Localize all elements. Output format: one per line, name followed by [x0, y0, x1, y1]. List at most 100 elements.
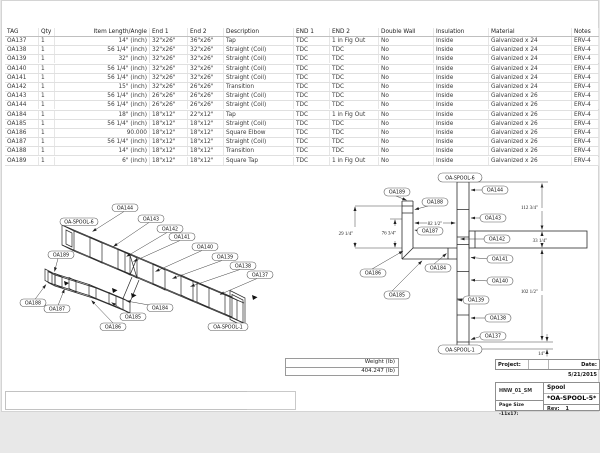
svg-text:OA189: OA189	[53, 252, 69, 258]
table-cell: TDC	[294, 147, 330, 156]
table-cell: Straight (Coil)	[224, 73, 294, 82]
column-header: END 1	[294, 27, 330, 36]
table-cell: Inside	[434, 37, 489, 46]
table-cell: 1	[39, 64, 55, 73]
figout-marker	[112, 288, 118, 293]
table-cell: 1	[39, 110, 55, 119]
callout-oa139: OA139	[172, 252, 239, 279]
table-cell: Inside	[434, 46, 489, 55]
table-cell: Inside	[434, 101, 489, 110]
table-cell: Straight (Coil)	[224, 138, 294, 147]
callout-oa185: OA185	[111, 302, 147, 321]
table-cell: No	[379, 37, 434, 46]
table-cell: ERV-4	[572, 128, 599, 137]
table-cell: TDC	[330, 147, 379, 156]
table-cell: 1	[39, 101, 55, 110]
table-cell: Inside	[434, 64, 489, 73]
table-cell: TDC	[294, 119, 330, 128]
table-cell: Inside	[434, 55, 489, 64]
table-cell: 32"x26"	[150, 37, 188, 46]
table-cell: 1	[39, 119, 55, 128]
svg-text:OA-SPOOL-6: OA-SPOOL-6	[445, 175, 474, 181]
table-cell: OA139	[5, 55, 39, 64]
callout-oa-spool-6: OA-SPOOL-6	[437, 172, 483, 183]
table-cell: Galvanized x 26	[489, 119, 572, 128]
project-label: Project:	[496, 360, 529, 369]
callout-oa187: OA187	[414, 226, 444, 236]
table-cell: TDC	[330, 83, 379, 92]
callout-oa184: OA184	[424, 253, 452, 273]
callout-oa186: OA186	[359, 250, 404, 278]
column-header: Description	[224, 27, 294, 36]
table-cell: TDC	[294, 55, 330, 64]
callout-oa142: OA142	[460, 234, 511, 244]
table-cell: ERV-4	[572, 101, 599, 110]
table-cell: Galvanized x 26	[489, 92, 572, 101]
table-cell: ERV-4	[572, 55, 599, 64]
callout-oa-spool-1: OA-SPOOL-1	[207, 322, 249, 331]
table-cell: OA137	[5, 37, 39, 46]
spool-name: *OA-SPOOL-5*	[544, 393, 599, 404]
svg-text:OA189: OA189	[389, 190, 405, 196]
figout-marker	[64, 281, 69, 286]
callout-oa186: OA186	[91, 300, 127, 331]
table-cell: 18"x12"	[150, 138, 188, 147]
callout-oa189: OA189	[383, 187, 411, 201]
table-cell: TDC	[294, 64, 330, 73]
callout-oa185: OA185	[383, 260, 423, 300]
table-cell: OA144	[5, 101, 39, 110]
table-cell: 90.000	[55, 128, 150, 137]
svg-text:OA184: OA184	[152, 305, 168, 311]
svg-text:102 1/2": 102 1/2"	[521, 290, 538, 295]
column-header: End 1	[150, 27, 188, 36]
callout-oa139: OA139	[457, 295, 490, 305]
table-cell: No	[379, 156, 434, 165]
table-cell: 18"x12"	[150, 147, 188, 156]
table-cell: ERV-4	[572, 37, 599, 46]
column-header: Insulation	[434, 27, 489, 36]
svg-text:OA187: OA187	[49, 306, 65, 312]
date-label: Date: 5/21/2015	[567, 362, 597, 378]
callout-oa143: OA143	[113, 214, 165, 247]
table-cell: TDC	[294, 46, 330, 55]
figout-marker	[131, 293, 137, 298]
table-cell: OA185	[5, 119, 39, 128]
table-cell: 1	[39, 138, 55, 147]
callout-oa187: OA187	[43, 288, 71, 313]
plan-branch-duct	[401, 200, 457, 260]
table-cell: 56 1/4" (inch)	[55, 119, 150, 128]
callout-oa184: OA184	[126, 300, 174, 312]
table-cell: TDC	[294, 83, 330, 92]
table-cell: TDC	[294, 101, 330, 110]
column-header: Notes	[572, 27, 599, 36]
table-cell: Galvanized x 24	[489, 73, 572, 82]
table-cell: Straight (Coil)	[224, 46, 294, 55]
column-header: Qty	[39, 27, 55, 36]
table-cell: 1	[39, 92, 55, 101]
table-cell: 56 1/4" (inch)	[55, 46, 150, 55]
callout-oa143: OA143	[470, 213, 507, 223]
table-cell: 1	[39, 55, 55, 64]
table-cell: Galvanized x 24	[489, 83, 572, 92]
table-cell: TDC	[294, 92, 330, 101]
svg-text:OA188: OA188	[25, 300, 41, 306]
table-cell: Inside	[434, 92, 489, 101]
table-cell: 26"x26"	[188, 83, 224, 92]
table-cell: 26"x26"	[188, 92, 224, 101]
table-cell: Inside	[434, 138, 489, 147]
table-cell: Straight (Coil)	[224, 55, 294, 64]
table-cell: 56 1/4" (inch)	[55, 101, 150, 110]
column-header: Double Wall	[379, 27, 434, 36]
table-cell: Galvanized x 24	[489, 46, 572, 55]
table-cell: 18"x12"	[150, 128, 188, 137]
table-cell: 18"x12"	[188, 147, 224, 156]
svg-text:33 1/4": 33 1/4"	[533, 239, 548, 244]
table-cell: Galvanized x 26	[489, 138, 572, 147]
table-cell: 15" (inch)	[55, 83, 150, 92]
table-cell: 32"x26"	[150, 64, 188, 73]
